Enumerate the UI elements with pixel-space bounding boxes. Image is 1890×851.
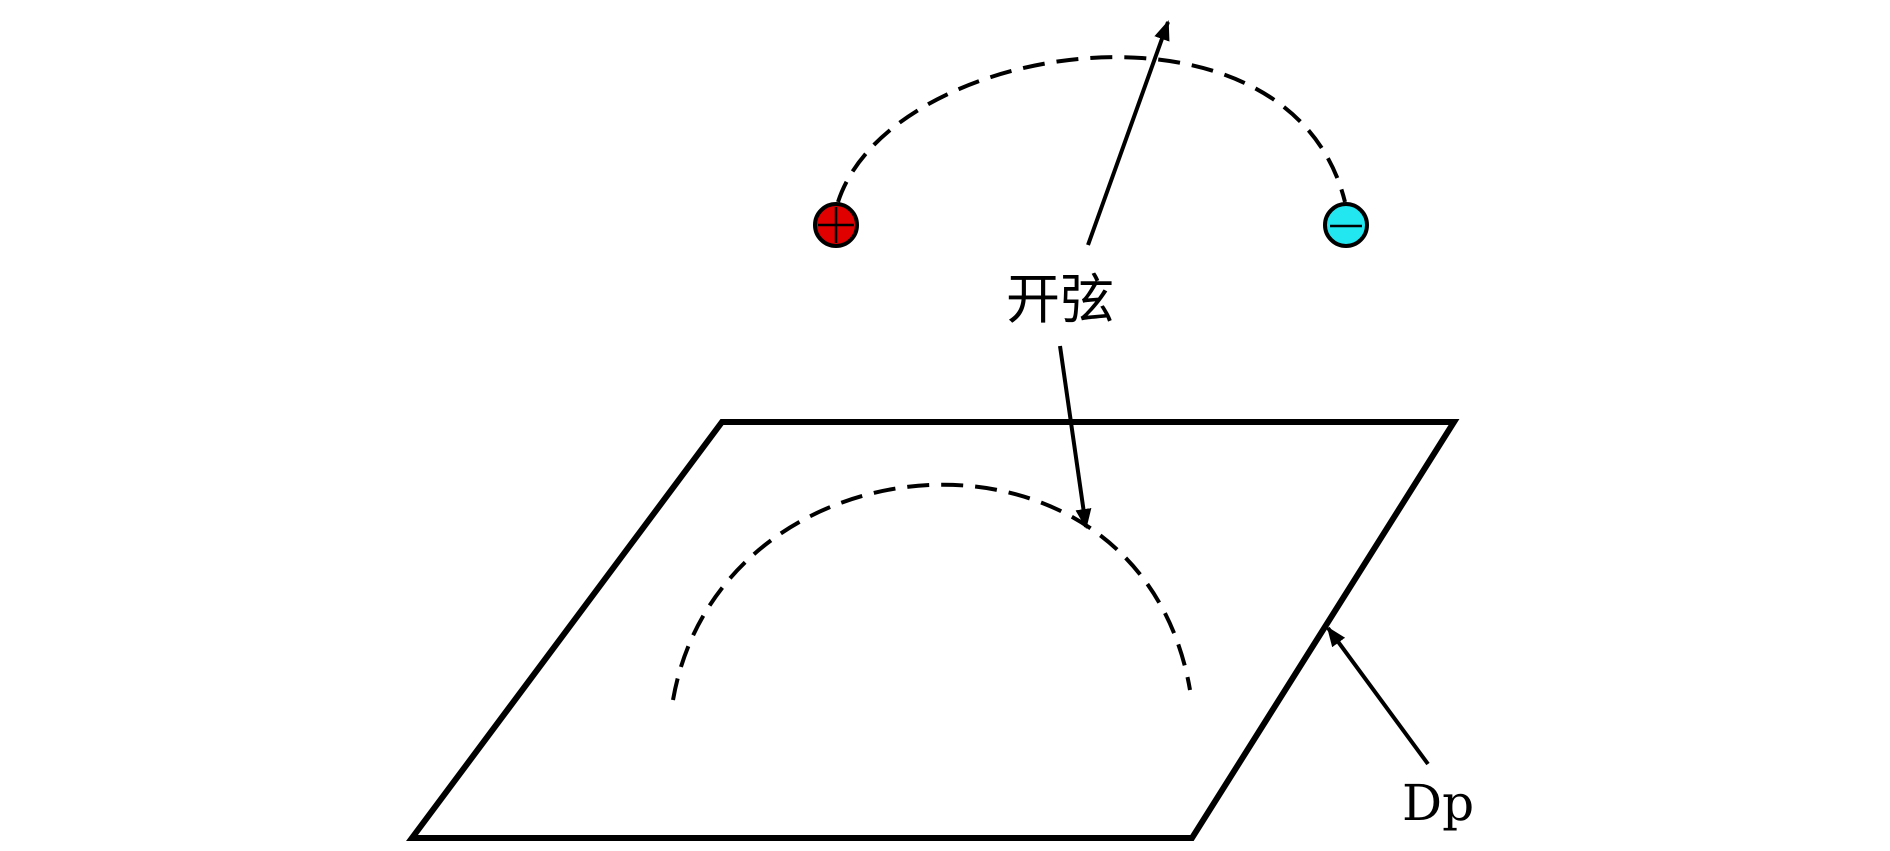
arrow-to-upper-string (1086, 20, 1170, 246)
dp-brane-plane (406, 419, 1460, 841)
arrow-to-lower-string (1058, 345, 1092, 529)
open-string-label: 开弦 (1006, 268, 1114, 331)
negative-charge (1323, 202, 1369, 248)
upper-open-string-arc (836, 55, 1347, 203)
lower-open-string-arc (671, 482, 1192, 701)
dp-label: Dp (1402, 774, 1474, 832)
positive-charge (813, 202, 859, 248)
arrow-to-dp-brane (1326, 626, 1430, 766)
